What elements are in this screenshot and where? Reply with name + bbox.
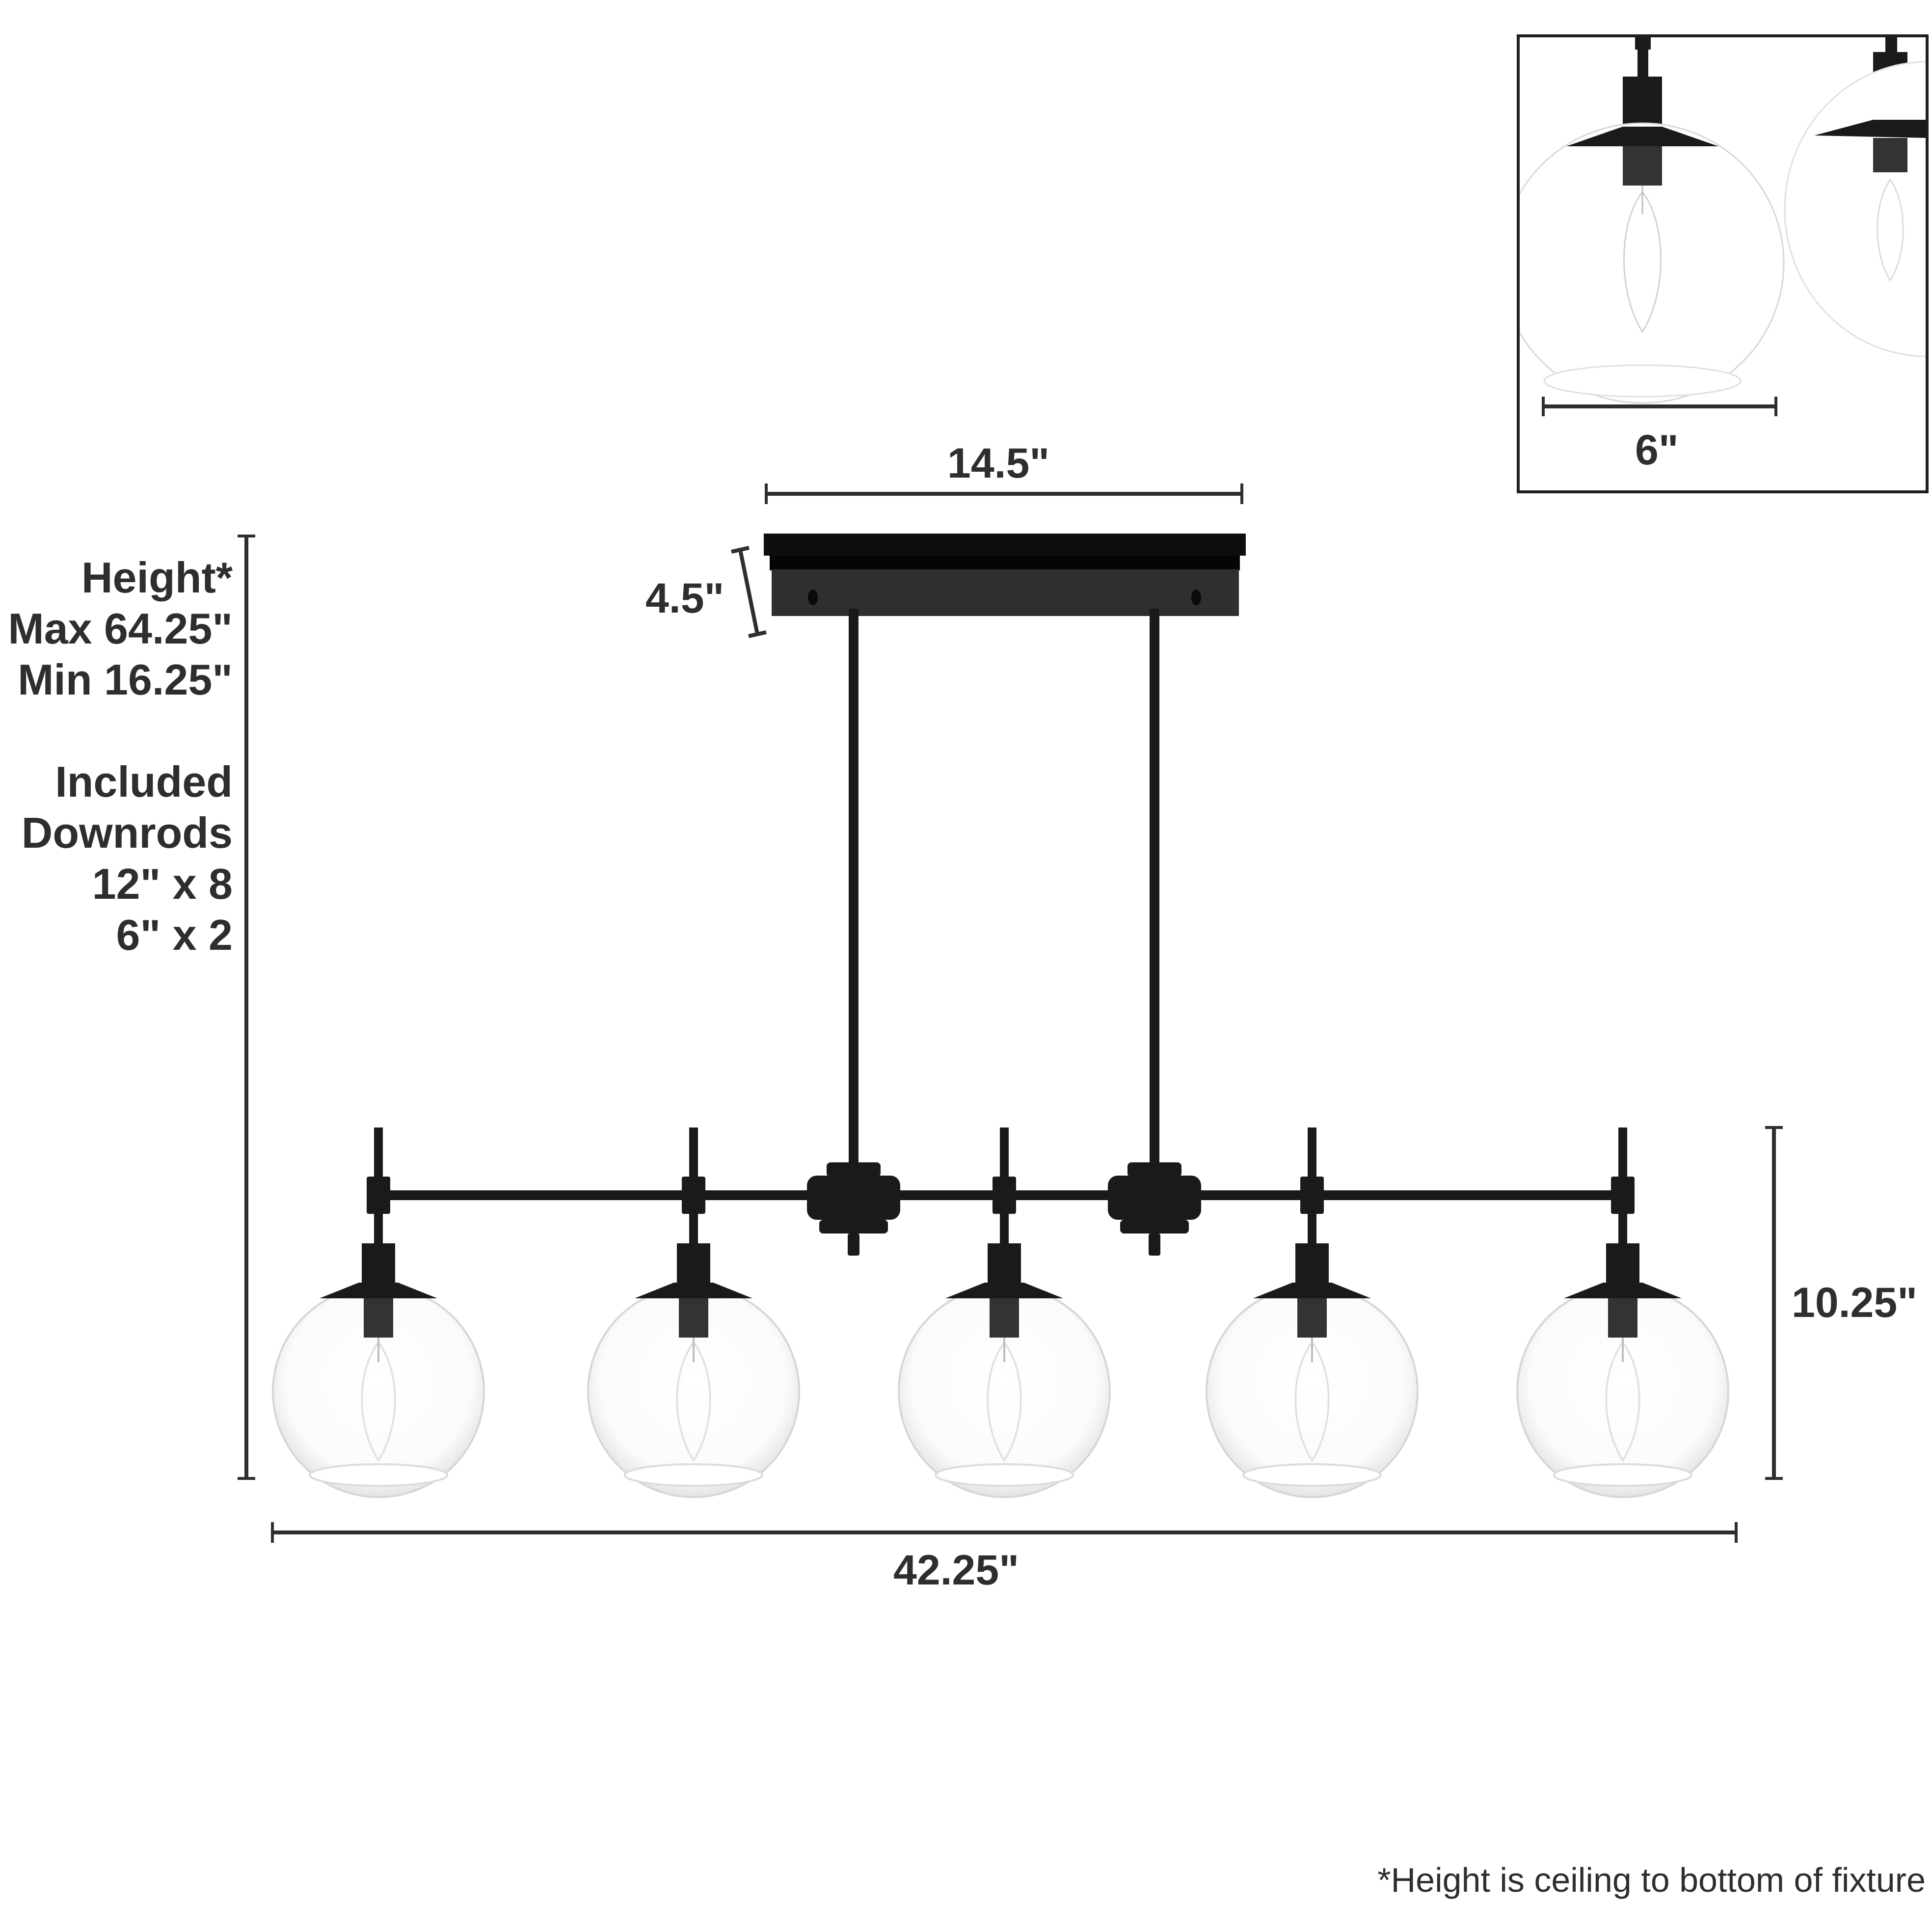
height-title: Height* — [81, 553, 233, 602]
downrods-title-line1: Included — [55, 757, 233, 806]
inset-front-pendant — [1520, 37, 1785, 404]
downrod-hub-left — [807, 609, 900, 1256]
pendant-1 — [272, 1127, 485, 1498]
downrods-title-line2: Downrods — [21, 808, 233, 857]
fixture-height-label: 10.25" — [1792, 1279, 1917, 1326]
canopy-plate — [764, 534, 1246, 616]
shade-diameter-dimension-line — [1542, 397, 1777, 416]
inset-back-pendant — [1784, 37, 1926, 357]
canopy-depth-label: 4.5" — [645, 575, 724, 622]
fixture-height-dimension-line — [1765, 1126, 1783, 1480]
downrod-spec-12in: 12" x 8 — [92, 859, 233, 908]
pendant-2 — [587, 1127, 800, 1498]
fixture-width-dimension-line — [271, 1522, 1738, 1543]
overall-height-dimension-line — [238, 535, 255, 1480]
downrod-hub-right — [1108, 609, 1201, 1256]
height-min: Min 16.25" — [18, 655, 233, 704]
pendant-4 — [1206, 1127, 1419, 1498]
height-max: Max 64.25" — [8, 604, 233, 653]
pendant-3 — [898, 1127, 1111, 1498]
canopy-depth-dimension-line — [731, 546, 767, 638]
canopy-width-dimension-line — [765, 483, 1243, 504]
pendant-5 — [1516, 1127, 1729, 1498]
shade-detail-inset: 6" — [1517, 34, 1929, 493]
shade-diameter-label: 6" — [1635, 427, 1679, 474]
downrod-spec-6in: 6" x 2 — [116, 911, 233, 959]
fixture-width-label: 42.25" — [893, 1547, 1019, 1594]
height-info-block: Height* Max 64.25" Min 16.25" Included D… — [8, 552, 233, 961]
canopy-width-label: 14.5" — [947, 440, 1050, 487]
height-footnote: *Height is ceiling to bottom of fixture — [1377, 1861, 1926, 1899]
